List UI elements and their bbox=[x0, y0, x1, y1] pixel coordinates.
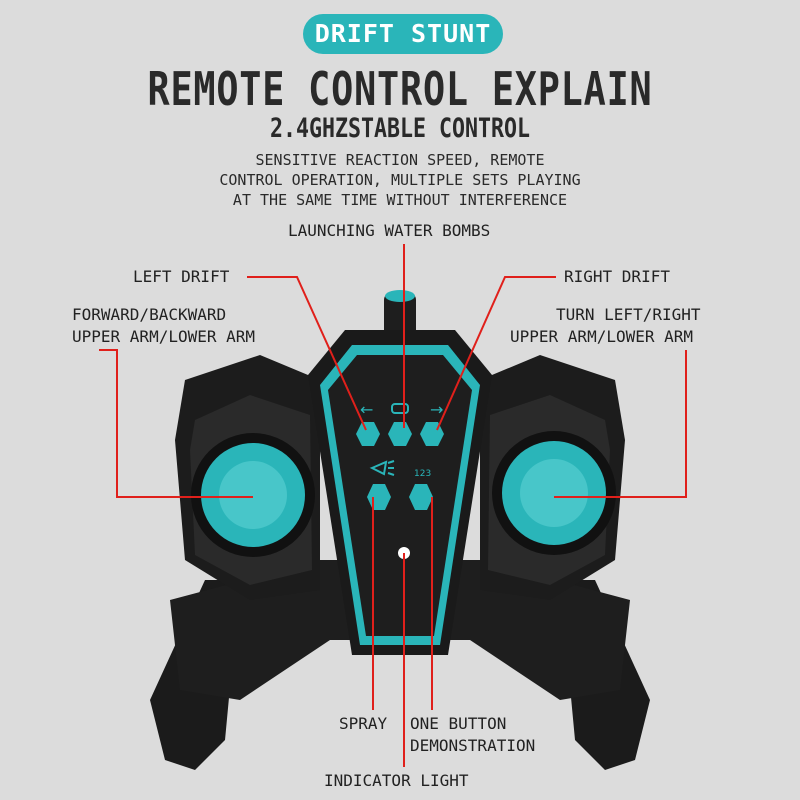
description-line-1: SENSITIVE REACTION SPEED, REMOTE bbox=[255, 151, 545, 169]
label-demo-line-2: DEMONSTRATION bbox=[410, 736, 536, 755]
antenna bbox=[384, 292, 416, 342]
water-bomb-button[interactable] bbox=[388, 422, 412, 446]
left-arrow-icon: ← bbox=[360, 400, 373, 419]
right-joystick-cap bbox=[520, 459, 588, 527]
page-title: REMOTE CONTROL EXPLAIN bbox=[147, 62, 653, 116]
callout-left-drift bbox=[247, 276, 367, 431]
label-left-drift: LEFT DRIFT bbox=[133, 267, 230, 286]
demonstration-button[interactable] bbox=[409, 484, 433, 510]
spray-icon bbox=[369, 460, 395, 476]
callout-right-drift bbox=[436, 276, 556, 431]
label-turn-line-1: TURN LEFT/RIGHT bbox=[556, 305, 701, 324]
left-joystick-cap bbox=[219, 461, 287, 529]
water-bomb-icon bbox=[391, 403, 409, 414]
demo-number-icon: 123 bbox=[414, 469, 431, 479]
callout-lines bbox=[99, 244, 687, 767]
description: SENSITIVE REACTION SPEED, REMOTE CONTROL… bbox=[150, 150, 650, 210]
drift-stunt-badge: DRIFT STUNT bbox=[303, 14, 503, 54]
callout-forward bbox=[99, 349, 253, 498]
label-indicator-light: INDICATOR LIGHT bbox=[324, 771, 469, 790]
label-right-drift: RIGHT DRIFT bbox=[564, 267, 670, 286]
left-drift-button[interactable] bbox=[356, 422, 380, 446]
description-line-2: CONTROL OPERATION, MULTIPLE SETS PLAYING bbox=[219, 171, 581, 189]
label-forward-line-1: FORWARD/BACKWARD bbox=[72, 305, 227, 324]
right-arrow-icon: → bbox=[430, 400, 443, 419]
label-forward-line-2: UPPER ARM/LOWER ARM bbox=[72, 327, 256, 346]
antenna-tip bbox=[385, 290, 415, 302]
label-demo-line-1: ONE BUTTON bbox=[410, 714, 507, 733]
label-launching-water-bombs: LAUNCHING WATER BOMBS bbox=[288, 221, 491, 240]
label-turn-line-2: UPPER ARM/LOWER ARM bbox=[510, 327, 694, 346]
label-spray: SPRAY bbox=[339, 714, 388, 733]
callout-turn bbox=[554, 350, 687, 498]
page-subtitle: 2.4GHZSTABLE CONTROL bbox=[269, 113, 531, 144]
description-line-3: AT THE SAME TIME WITHOUT INTERFERENCE bbox=[232, 191, 568, 209]
